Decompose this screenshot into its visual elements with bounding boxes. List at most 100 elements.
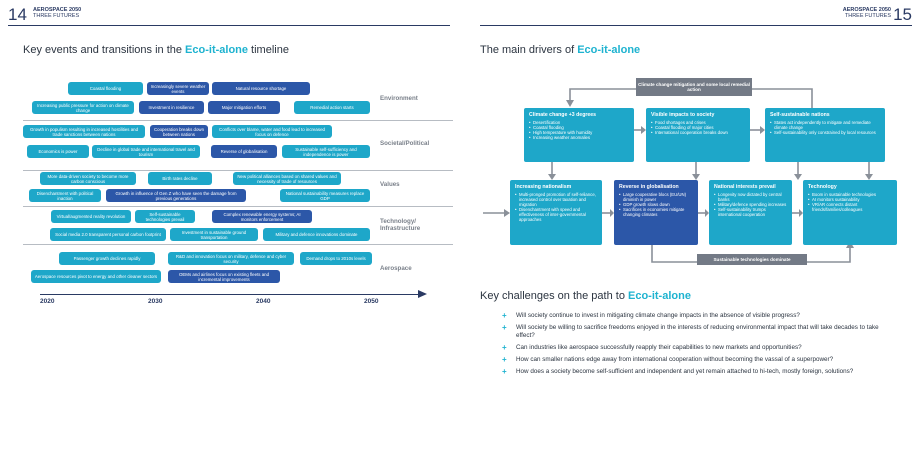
header-title: AEROSPACE 2050 THREE FUTURES (33, 7, 81, 19)
band-divider (23, 120, 453, 121)
event-pill: Increasing public pressure for action on… (32, 101, 134, 114)
plus-icon: + (502, 311, 507, 320)
event-pill: Cooperation breaks down between nations (150, 125, 208, 138)
event-pill: Reverse of globalisation (211, 145, 277, 158)
band-divider (23, 244, 453, 245)
page-number: 14 (8, 5, 27, 24)
header-subtitle: THREE FUTURES (844, 13, 891, 19)
event-pill: Increasingly severe weather events (147, 82, 209, 95)
plus-icon: + (502, 354, 507, 364)
header-rule (8, 25, 450, 26)
event-pill: More data-driven society to become more … (40, 172, 136, 185)
band-divider (23, 206, 453, 207)
driver-bullet: Coastal flooding of major cities (651, 125, 745, 130)
category-societal-political: Societal/Political (380, 140, 430, 147)
driver-bullet: Self-sustainability trumps international… (714, 207, 787, 217)
timeline-axis (40, 294, 422, 296)
header-rule (480, 25, 912, 26)
event-pill: National sustainability measures replace… (280, 189, 370, 202)
year-label: 2050 (364, 298, 379, 305)
bottom-feedback-label: Sustainable technologies dominate (697, 254, 807, 265)
event-pill: Growth in populism resulting in increase… (23, 125, 145, 138)
year-label: 2020 (40, 298, 55, 305)
driver-title: Increasing nationalism (515, 184, 572, 190)
driver-bullet: VR/AR connects distant friends/families/… (808, 202, 892, 212)
event-pill: Virtual/augmented reality revolution (51, 210, 131, 223)
event-pill: Passenger growth declines rapidly (59, 252, 155, 265)
driver-bullet: AI monitors sustainability (808, 197, 892, 202)
challenges-list: + Will society continue to invest in miti… (502, 311, 882, 379)
timeline-title-highlight: Eco-it-alone (185, 44, 248, 56)
challenge-item: +Can industries like aerospace successfu… (502, 343, 882, 353)
driver-bullet: Longevity now dictated by central banks (714, 192, 787, 202)
timeline-title-prefix: Key events and transitions in the (23, 44, 186, 56)
event-pill: Conflicts over blame, water and food lea… (212, 125, 332, 138)
event-pill: Remedial action starts (294, 101, 370, 114)
header-title-main: AEROSPACE 2050 (33, 7, 82, 13)
challenge-text: How does a society become self-sufficien… (516, 367, 854, 375)
event-pill: R&D and innovation focus on military, de… (168, 252, 294, 265)
header-title: AEROSPACE 2050 THREE FUTURES (843, 7, 891, 19)
driver-climate-change: Climate change +3 degrees Desertificatio… (524, 108, 634, 162)
event-pill: Demand drops to 2010s levels (300, 252, 372, 265)
plus-icon: + (502, 366, 507, 376)
driver-title: National interests prevail (714, 184, 776, 190)
timeline-title-suffix: timeline (248, 44, 289, 56)
driver-bullet: States act independently to mitigate and… (770, 120, 880, 130)
challenge-text: Will society continue to invest in mitig… (516, 312, 800, 319)
event-pill: Natural resource shortage (212, 82, 310, 95)
header-title-main: AEROSPACE 2050 (842, 7, 891, 13)
driver-bullet: Coastal flooding (529, 125, 629, 130)
driver-bullet: International cooperation breaks down (651, 130, 745, 135)
driver-bullet: Desertification (529, 120, 629, 125)
challenge-text: Will society be willing to sacrifice fre… (516, 323, 879, 340)
event-pill: Sustainable self-sufficiency and indepen… (282, 145, 370, 158)
drivers-title-prefix: The main drivers of (480, 44, 578, 56)
event-pill: Complex renewable energy systems; AI mon… (212, 210, 312, 223)
event-pill: Economics is power (27, 145, 89, 158)
driver-title: Self-sustainable nations (770, 112, 830, 118)
event-pill: Self-sustainable technologies prevail (135, 210, 195, 223)
plus-icon: + (502, 322, 507, 332)
driver-connectors (483, 88, 873, 263)
left-page: 14 AEROSPACE 2050 THREE FUTURES Key even… (8, 5, 453, 305)
category-aerospace: Aerospace (380, 265, 412, 272)
category-technology-infrastructure: Technology/ Infrastructure (380, 218, 421, 232)
right-page: AEROSPACE 2050 THREE FUTURES 15 The main… (460, 0, 920, 460)
driver-bullet: Increasing weather anomalies (529, 135, 629, 140)
event-pill: Disenchantment with political inaction (29, 189, 101, 202)
event-pill: Investment in resilience (139, 101, 204, 114)
driver-bullet: Disenchantment with speed and effectiven… (515, 207, 597, 222)
driver-reverse-globalisation: Reverse in globalisation Large cooperati… (614, 180, 698, 245)
year-label: 2030 (148, 298, 163, 305)
event-pill: Coastal flooding (68, 82, 143, 95)
band-divider (23, 170, 453, 171)
challenges-title: Key challenges on the path to Eco-it-alo… (480, 290, 691, 302)
driver-bullet: Self-sustainability only constrained by … (770, 130, 880, 135)
event-pill: Decline in global trade and internationa… (92, 145, 200, 158)
drivers-title-highlight: Eco-it-alone (577, 44, 641, 56)
driver-bullet: High temperature with humidity (529, 130, 629, 135)
event-pill: Birth rates decline (148, 172, 212, 185)
challenge-item: + Will society continue to invest in miti… (502, 311, 882, 321)
timeline-title: Key events and transitions in the Eco-it… (23, 44, 289, 56)
challenge-text: How can smaller nations edge away from i… (516, 355, 834, 363)
driver-bullet: Military/defence spending increases (714, 202, 787, 207)
header-subtitle: THREE FUTURES (33, 13, 80, 19)
driver-title: Technology (808, 184, 837, 190)
event-pill: Major mitigation efforts (208, 101, 280, 114)
driver-title: Climate change +3 degrees (529, 112, 597, 118)
page-number: 15 (893, 5, 912, 24)
event-pill: Investment in sustainable ground transpo… (170, 228, 258, 241)
top-feedback-label: Climate change mitigation and some local… (636, 78, 752, 96)
driver-bullet: GDP growth slows down (619, 202, 693, 207)
driver-bullet: Multi-pronged promotion of self-reliance… (515, 192, 597, 207)
event-pill: Growth in influence of Gen Z who have se… (106, 189, 246, 202)
driver-bullet: Boom in sustainable technologies (808, 192, 892, 197)
event-pill: OEMs and airlines focus on existing flee… (168, 270, 280, 283)
driver-increasing-nationalism: Increasing nationalism Multi-pronged pro… (510, 180, 602, 245)
driver-title: Reverse in globalisation (619, 184, 679, 190)
event-pill: Social media 2.0 transparent personal ca… (50, 228, 166, 241)
driver-bullet: Food shortages and crises (651, 120, 745, 125)
driver-visible-impacts: Visible impacts to society Food shortage… (646, 108, 750, 162)
